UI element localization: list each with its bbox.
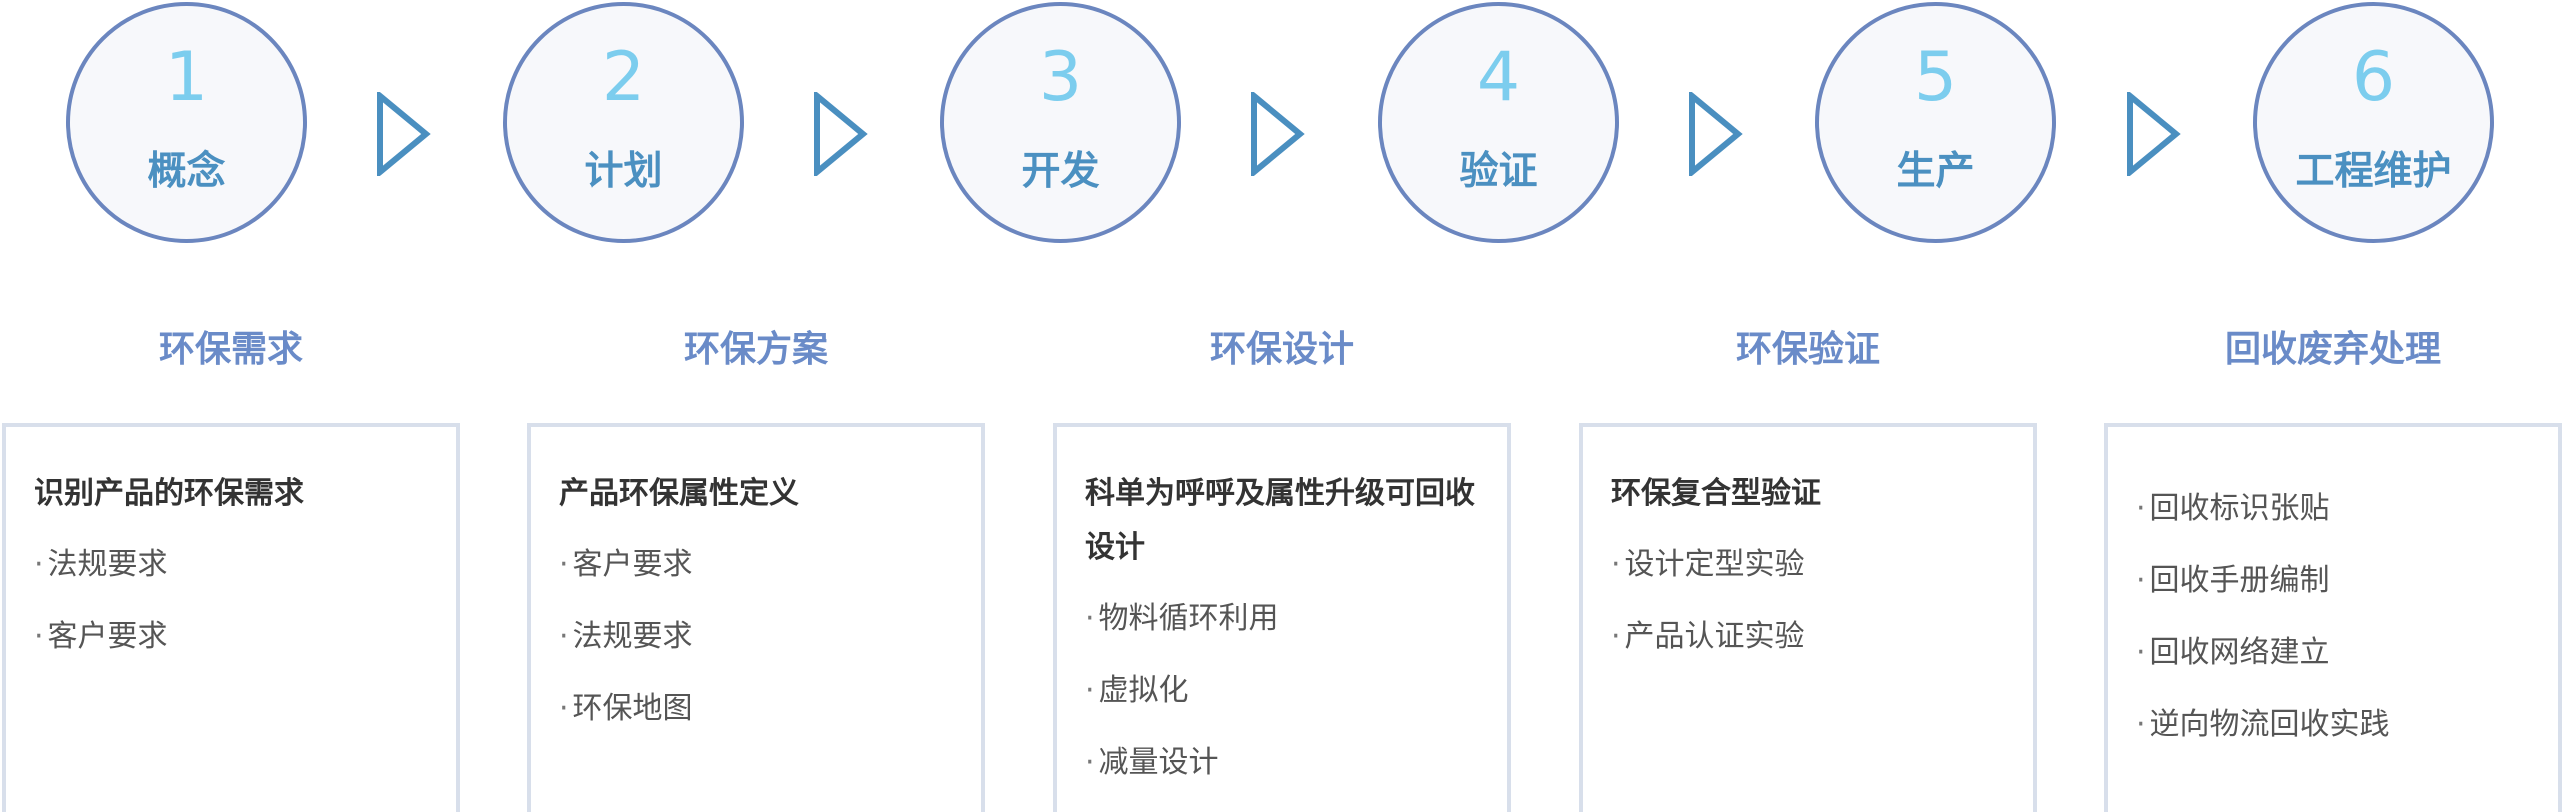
- bullet: ·: [1085, 601, 1095, 636]
- list-item: ·法规要求: [559, 601, 955, 673]
- bullet: ·: [2136, 635, 2146, 670]
- column-card: 科单为呼呼及属性升级可回收设计 ·物料循环利用 ·虚拟化 ·减量设计: [1053, 423, 1511, 812]
- list-item-text: 虚拟化: [1098, 673, 1189, 708]
- bullet: ·: [559, 547, 569, 582]
- card-list: ·回收标识张贴 ·回收手册编制 ·回收网络建立 ·逆向物流回收实践: [2136, 473, 2532, 761]
- bullet: ·: [559, 619, 569, 654]
- list-item-text: 回收手册编制: [2149, 563, 2330, 598]
- list-item-text: 回收标识张贴: [2149, 491, 2330, 526]
- card-list: ·客户要求 ·法规要求 ·环保地图: [559, 529, 955, 745]
- list-item-text: 减量设计: [1098, 745, 1219, 780]
- list-item-text: 环保地图: [572, 691, 693, 726]
- list-item: ·物料循环利用: [1085, 583, 1481, 655]
- stage-name: 计划: [584, 149, 663, 194]
- card-heading: 识别产品的环保需求: [34, 476, 304, 511]
- column-card: 环保复合型验证 ·设计定型实验 ·产品认证实验: [1579, 423, 2037, 812]
- list-item: ·减量设计: [1085, 727, 1481, 799]
- list-item-text: 回收网络建立: [2149, 635, 2330, 670]
- card-heading: 产品环保属性定义: [559, 476, 799, 511]
- bullet: ·: [1085, 673, 1095, 708]
- chevron-right-icon: [1251, 92, 1305, 176]
- list-item: ·虚拟化: [1085, 655, 1481, 727]
- bullet: ·: [559, 691, 569, 726]
- stage-name: 验证: [1459, 149, 1538, 194]
- list-item: ·法规要求: [34, 529, 430, 601]
- list-item: ·环保地图: [559, 673, 955, 745]
- bullet: ·: [34, 547, 44, 582]
- stage-name: 工程维护: [2295, 149, 2452, 194]
- bullet: ·: [2136, 491, 2146, 526]
- stage-circle-5: 5 生产: [1815, 2, 2056, 243]
- bullet: ·: [1085, 745, 1095, 780]
- list-item-text: 客户要求: [572, 547, 693, 582]
- stage-number: 4: [1476, 38, 1521, 117]
- stage-circle-1: 1 概念: [66, 2, 307, 243]
- stage-circle-2: 2 计划: [503, 2, 744, 243]
- stage-number: 1: [164, 38, 209, 117]
- list-item: ·回收网络建立: [2136, 617, 2532, 689]
- stage-circle-6: 6 工程维护: [2253, 2, 2494, 243]
- chevron-right-icon: [2127, 92, 2181, 176]
- list-item-text: 法规要求: [572, 619, 693, 654]
- stage-number: 6: [2351, 38, 2396, 117]
- stage-number: 3: [1038, 38, 1083, 117]
- list-item-text: 逆向物流回收实践: [2149, 707, 2390, 742]
- column-card: ·回收标识张贴 ·回收手册编制 ·回收网络建立 ·逆向物流回收实践: [2104, 423, 2562, 812]
- chevron-right-icon: [1689, 92, 1743, 176]
- list-item-text: 法规要求: [47, 547, 168, 582]
- card-list: ·设计定型实验 ·产品认证实验: [1611, 529, 2007, 673]
- list-item: ·客户要求: [559, 529, 955, 601]
- column-title: 环保需求: [158, 329, 303, 370]
- bullet: ·: [1611, 619, 1621, 654]
- card-list: ·物料循环利用 ·虚拟化 ·减量设计: [1085, 583, 1481, 799]
- stage-circle-4: 4 验证: [1378, 2, 1619, 243]
- list-item-text: 产品认证实验: [1624, 619, 1805, 654]
- stage-name: 生产: [1896, 149, 1975, 194]
- column-title: 环保设计: [1209, 329, 1354, 370]
- card-list: ·法规要求 ·客户要求: [34, 529, 430, 673]
- chevron-right-icon: [377, 92, 431, 176]
- column-title: 回收废弃处理: [2224, 329, 2441, 370]
- list-item-text: 物料循环利用: [1098, 601, 1279, 636]
- list-item: ·逆向物流回收实践: [2136, 689, 2532, 761]
- card-heading: 环保复合型验证: [1611, 476, 1821, 511]
- column-card: 产品环保属性定义 ·客户要求 ·法规要求 ·环保地图: [527, 423, 985, 812]
- bullet: ·: [1611, 547, 1621, 582]
- stage-number: 5: [1913, 38, 1958, 117]
- list-item: ·产品认证实验: [1611, 601, 2007, 673]
- bullet: ·: [2136, 707, 2146, 742]
- bullet: ·: [2136, 563, 2146, 598]
- list-item-text: 客户要求: [47, 619, 168, 654]
- column-title: 环保验证: [1735, 329, 1880, 370]
- list-item: ·回收标识张贴: [2136, 473, 2532, 545]
- list-item: ·回收手册编制: [2136, 545, 2532, 617]
- stage-name: 开发: [1021, 149, 1100, 194]
- stage-number: 2: [601, 38, 646, 117]
- card-heading: 科单为呼呼及属性升级可回收设计: [1085, 476, 1475, 565]
- list-item-text: 设计定型实验: [1624, 547, 1805, 582]
- list-item: ·客户要求: [34, 601, 430, 673]
- column-card: 识别产品的环保需求 ·法规要求 ·客户要求: [2, 423, 460, 812]
- list-item: ·设计定型实验: [1611, 529, 2007, 601]
- stage-circle-3: 3 开发: [940, 2, 1181, 243]
- stage-name: 概念: [147, 149, 226, 194]
- column-title: 环保方案: [683, 329, 828, 370]
- bullet: ·: [34, 619, 44, 654]
- chevron-right-icon: [814, 92, 868, 176]
